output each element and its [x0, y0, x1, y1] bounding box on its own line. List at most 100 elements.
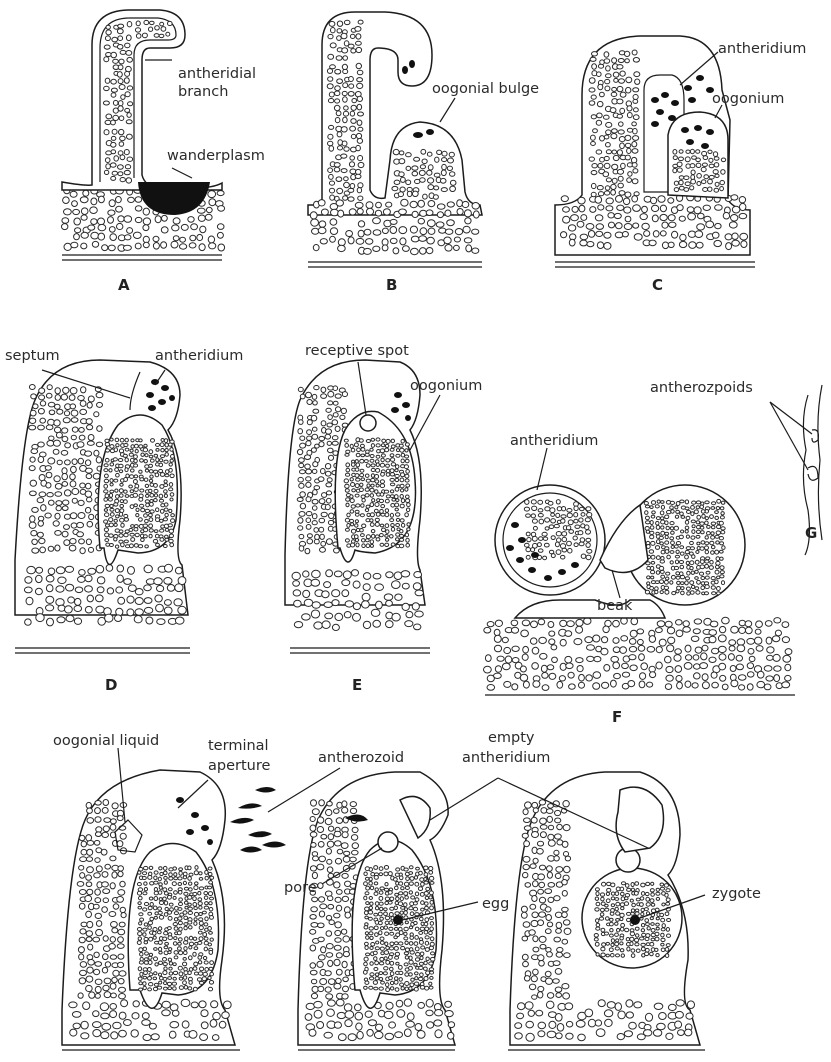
cell [545, 527, 549, 530]
label-antheridial-1: antheridial [178, 66, 256, 82]
cell [159, 898, 162, 901]
cell [210, 961, 214, 965]
cell [116, 515, 120, 518]
cell [362, 593, 370, 601]
cell [604, 156, 609, 160]
cell [548, 825, 553, 830]
cell [158, 891, 162, 895]
cell [617, 205, 624, 210]
cell [557, 947, 563, 952]
cell [355, 202, 363, 208]
cell [555, 987, 562, 992]
cell [38, 409, 44, 414]
cell [171, 241, 178, 248]
cell [156, 543, 160, 546]
cell [732, 233, 738, 239]
cell [400, 484, 404, 488]
cell [642, 223, 649, 229]
cell [317, 961, 323, 967]
cell [144, 971, 148, 975]
cell [667, 555, 671, 559]
cell [134, 504, 138, 507]
cell [656, 888, 659, 891]
cell [651, 501, 655, 505]
cell [538, 874, 545, 880]
cell [695, 560, 699, 564]
cell [450, 172, 455, 177]
cell [335, 938, 341, 943]
cell [420, 927, 424, 930]
cell [150, 475, 153, 478]
cell [666, 928, 669, 932]
cell [578, 197, 585, 204]
cell [145, 469, 148, 472]
cell [390, 942, 394, 946]
cell [666, 572, 670, 575]
cell [164, 508, 168, 511]
cell [764, 666, 772, 672]
cell [631, 954, 635, 958]
cell [596, 120, 601, 125]
cell [103, 826, 109, 832]
cell [538, 992, 543, 998]
cell [716, 565, 720, 568]
cell [371, 609, 380, 616]
cell [484, 666, 492, 673]
cell [155, 26, 160, 30]
cell [606, 892, 609, 895]
cell [110, 163, 116, 167]
cell [390, 469, 394, 473]
cell [299, 420, 304, 425]
cell [112, 37, 118, 42]
cell [154, 916, 157, 919]
cell [577, 221, 584, 227]
cell [368, 911, 372, 915]
cell [504, 647, 511, 653]
cell [71, 523, 77, 528]
cell [705, 536, 708, 539]
cell [660, 560, 664, 563]
cell [647, 576, 650, 579]
cell [188, 971, 191, 975]
cell [624, 224, 632, 230]
cell [135, 589, 143, 595]
cell [381, 981, 385, 984]
cell [710, 541, 714, 545]
cell [541, 665, 547, 672]
cell [627, 912, 631, 915]
cell [593, 683, 600, 690]
cell [572, 206, 578, 212]
cell [314, 1010, 322, 1018]
cell [429, 871, 433, 875]
cell [636, 898, 640, 901]
cell [385, 444, 388, 447]
cell [646, 882, 650, 885]
cell [407, 523, 410, 526]
cell [138, 902, 141, 905]
cell [736, 664, 743, 670]
cell [104, 469, 108, 472]
cell [641, 943, 645, 946]
cell [606, 74, 612, 78]
cell [364, 962, 368, 966]
cell [350, 802, 356, 807]
cell [597, 113, 603, 118]
cell [136, 508, 139, 511]
cell [307, 420, 312, 425]
cell [380, 907, 383, 910]
cell [560, 620, 567, 626]
cell [701, 167, 706, 171]
cell [612, 164, 618, 169]
cell [712, 502, 716, 505]
cell [702, 180, 706, 184]
cell [169, 529, 173, 533]
cell [173, 942, 177, 945]
cell [124, 500, 128, 504]
cell [622, 232, 628, 237]
cell [37, 498, 44, 503]
cell [400, 519, 404, 522]
cell [94, 873, 101, 878]
cell [553, 979, 560, 984]
cell [49, 410, 55, 415]
cell [102, 245, 108, 251]
